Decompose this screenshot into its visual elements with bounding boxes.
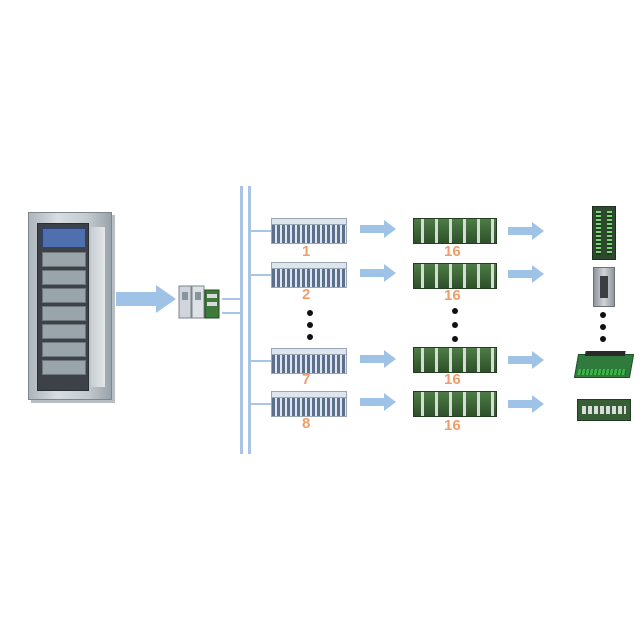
bus-branch <box>251 230 271 232</box>
rack-label: 1 <box>302 243 311 260</box>
cabinet-slot <box>42 360 86 375</box>
rack-unit <box>271 262 347 288</box>
ellipsis-dot <box>600 324 606 330</box>
board-count-label: 16 <box>444 371 461 388</box>
ellipsis-dot <box>452 308 458 314</box>
cabinet-slot <box>42 324 86 339</box>
bus-connector <box>222 298 240 300</box>
bus-branch <box>251 274 271 276</box>
flow-arrow-icon <box>360 220 396 238</box>
rack-label: 8 <box>302 415 311 432</box>
bus-branch <box>251 360 271 362</box>
board-count-label: 16 <box>444 287 461 304</box>
cabinet-side <box>91 227 105 387</box>
bus-line-left <box>240 186 243 454</box>
flow-arrow-icon <box>360 350 396 368</box>
flow-arrow-icon <box>116 285 176 313</box>
flow-arrow-icon <box>508 222 544 240</box>
ellipsis-dot <box>307 322 313 328</box>
io-interface-module-icon <box>178 285 220 319</box>
rack-unit <box>271 391 347 417</box>
cabinet-door <box>37 223 89 391</box>
ellipsis-dot <box>307 310 313 316</box>
ellipsis-dot <box>307 334 313 340</box>
ellipsis-dot <box>452 322 458 328</box>
io-board <box>413 263 497 289</box>
flow-arrow-icon <box>360 393 396 411</box>
rack-unit <box>271 218 347 244</box>
relay-board-icon <box>577 399 631 421</box>
cabinet-display <box>42 228 86 248</box>
io-board <box>413 218 497 244</box>
board-count-label: 16 <box>444 417 461 434</box>
cabinet-slot <box>42 270 86 285</box>
board-count-label: 16 <box>444 243 461 260</box>
cabinet-slot <box>42 288 86 303</box>
ellipsis-dot <box>600 312 606 318</box>
control-cabinet-icon <box>28 212 112 400</box>
ellipsis-dot <box>452 336 458 342</box>
rack-unit <box>271 348 347 374</box>
cabinet-slot <box>42 252 86 267</box>
relay-module-icon <box>593 267 615 307</box>
io-board <box>413 391 497 417</box>
bus-branch <box>251 403 271 405</box>
terminal-block-icon <box>592 206 616 260</box>
flow-arrow-icon <box>360 264 396 282</box>
bus-line-right <box>248 186 251 454</box>
cabinet-slot <box>42 342 86 357</box>
flow-arrow-icon <box>508 351 544 369</box>
flow-arrow-icon <box>508 265 544 283</box>
pcb-terminal-board-icon <box>573 351 635 378</box>
bus-connector <box>222 312 240 314</box>
io-board <box>413 347 497 373</box>
cabinet-slot <box>42 306 86 321</box>
rack-label: 7 <box>302 371 311 388</box>
flow-arrow-icon <box>508 395 544 413</box>
rack-label: 2 <box>302 286 311 303</box>
ellipsis-dot <box>600 336 606 342</box>
